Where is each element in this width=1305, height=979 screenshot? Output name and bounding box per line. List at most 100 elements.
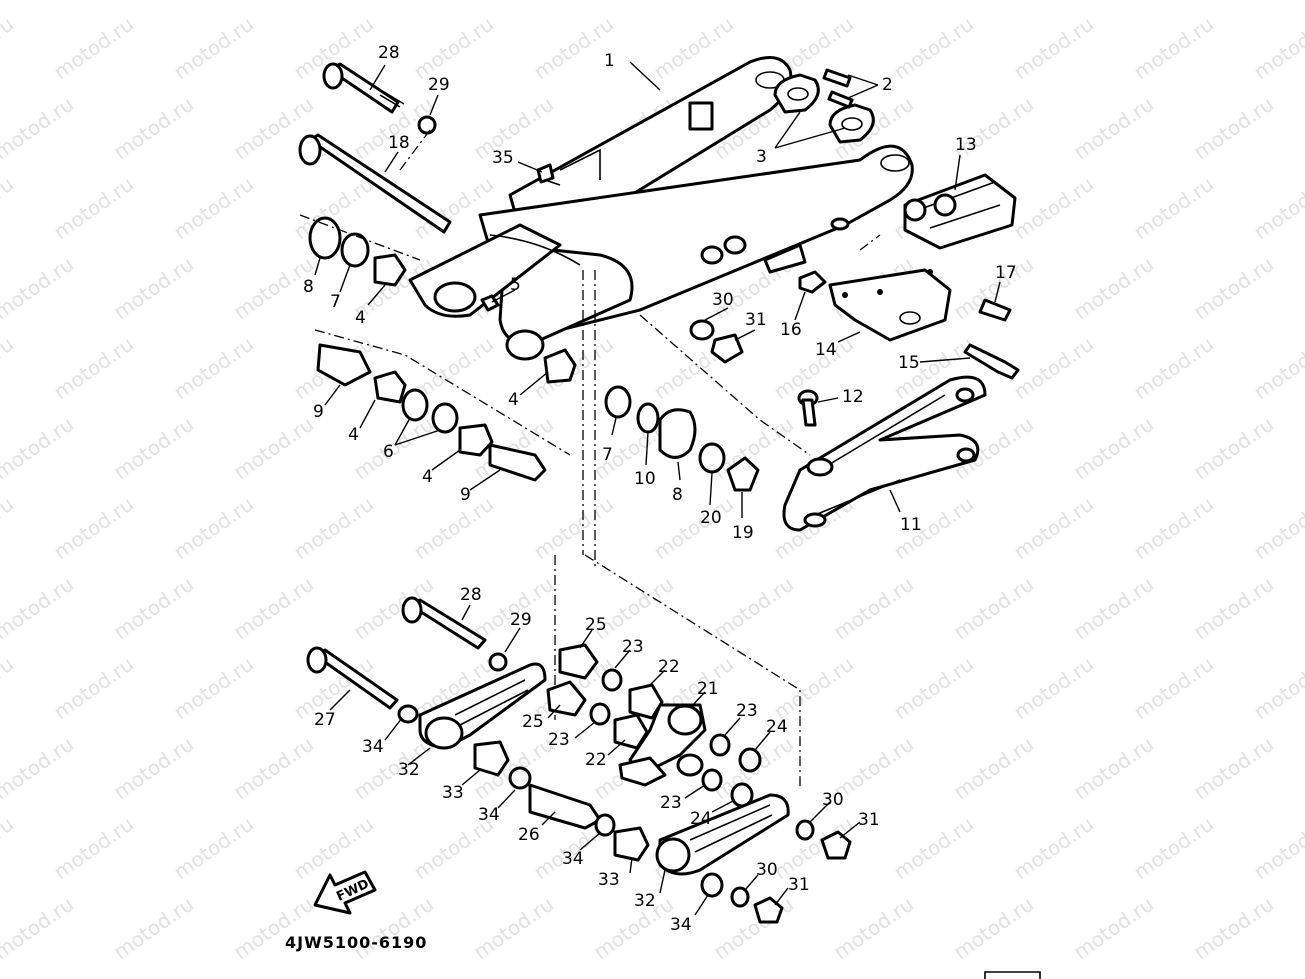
watermark-text: motod.ru xyxy=(1009,172,1098,244)
watermark-text: motod.ru xyxy=(49,492,138,564)
watermark-text: motod.ru xyxy=(1129,172,1218,244)
callout-21: 21 xyxy=(697,679,719,699)
watermark-text: motod.ru xyxy=(169,172,258,244)
watermark-text: motod.ru xyxy=(1129,12,1218,84)
watermark-text: motod.ru xyxy=(169,332,258,404)
watermark-text: motod.ru xyxy=(649,12,738,84)
watermark-text: motod.ru xyxy=(949,892,1038,964)
watermark-text: motod.ru xyxy=(409,12,498,84)
watermark-text: motod.ru xyxy=(1189,252,1278,324)
watermark-text: motod.ru xyxy=(589,0,678,4)
watermark-text: motod.ru xyxy=(109,92,198,164)
watermark-text: motod.ru xyxy=(1009,652,1098,724)
callout-8: 8 xyxy=(672,485,683,505)
diagram-code: 4JW5100-6190 xyxy=(285,933,427,952)
watermark-text: motod.ru xyxy=(829,892,918,964)
callout-12: 12 xyxy=(842,387,864,407)
watermark-text: motod.ru xyxy=(1249,332,1305,404)
watermark-text: motod.ru xyxy=(1189,732,1278,804)
callout-25: 25 xyxy=(522,712,544,732)
linkage-nuts xyxy=(700,819,852,924)
callout-4: 4 xyxy=(348,425,359,445)
callout-23: 23 xyxy=(548,730,570,750)
callouts: 1 2 3 13 35 28 29 18 5 8 7 4 9 4 6 4 9 4… xyxy=(303,43,1017,935)
watermark-text: motod.ru xyxy=(169,12,258,84)
frame-fragment xyxy=(984,971,1041,979)
callout-24: 24 xyxy=(766,717,788,737)
callout-13: 13 xyxy=(955,135,977,155)
bolts-upper-right xyxy=(798,270,1020,380)
watermark-text: motod.ru xyxy=(0,252,78,324)
callout-2: 2 xyxy=(882,75,893,95)
watermark-text: motod.ru xyxy=(229,0,318,4)
watermark-text: motod.ru xyxy=(709,572,798,644)
relay-arm xyxy=(618,703,707,787)
watermark-text: motod.ru xyxy=(1069,0,1158,4)
callout-16: 16 xyxy=(780,320,802,340)
watermark-text: motod.ru xyxy=(0,0,78,4)
watermark-text: motod.ru xyxy=(1069,92,1158,164)
watermark-text: motod.ru xyxy=(1189,892,1278,964)
watermark-text: motod.ru xyxy=(349,0,438,4)
watermark-text: motod.ru xyxy=(289,492,378,564)
watermark-text: motod.ru xyxy=(49,172,138,244)
callout-32: 32 xyxy=(398,760,420,780)
watermark-text: motod.ru xyxy=(1069,892,1158,964)
watermark-text: motod.ru xyxy=(109,412,198,484)
chain-guide xyxy=(903,173,1017,250)
watermark-text: motod.ru xyxy=(1189,92,1278,164)
watermark-text: motod.ru xyxy=(1069,732,1158,804)
watermark-text: motod.ru xyxy=(949,732,1038,804)
watermark-text: motod.ru xyxy=(769,652,858,724)
callout-18: 18 xyxy=(388,133,410,153)
watermark-text: motod.ru xyxy=(109,732,198,804)
callout-26: 26 xyxy=(518,825,540,845)
watermark-text: motod.ru xyxy=(1129,812,1218,884)
watermark-text: motod.ru xyxy=(0,12,18,84)
callout-23: 23 xyxy=(660,793,682,813)
linkage-bolts xyxy=(306,596,508,724)
watermark-text: motod.ru xyxy=(1249,812,1305,884)
watermark-text: motod.ru xyxy=(229,572,318,644)
callout-31: 31 xyxy=(858,810,880,830)
callout-24: 24 xyxy=(690,809,712,829)
watermark-text: motod.ru xyxy=(0,172,18,244)
bearings-left xyxy=(308,216,547,482)
watermark-text: motod.ru xyxy=(229,732,318,804)
watermark-text: motod.ru xyxy=(169,652,258,724)
watermark-text: motod.ru xyxy=(709,892,798,964)
guide-bracket xyxy=(828,268,952,342)
watermark-text: motod.ru xyxy=(1249,12,1305,84)
callout-23: 23 xyxy=(736,701,758,721)
watermark-text: motod.ru xyxy=(1249,172,1305,244)
callout-25: 25 xyxy=(585,615,607,635)
watermark-text: motod.ru xyxy=(409,492,498,564)
watermark-text: motod.ru xyxy=(0,332,18,404)
connecting-rod-upper xyxy=(418,662,547,750)
watermark-text: motod.ru xyxy=(1009,492,1098,564)
callout-33: 33 xyxy=(598,870,620,890)
callout-35: 35 xyxy=(492,148,514,168)
watermark-text: motod.ru xyxy=(469,892,558,964)
callout-4: 4 xyxy=(422,467,433,487)
callout-15: 15 xyxy=(898,353,920,373)
watermark-text: motod.ru xyxy=(109,0,198,4)
watermark-text: motod.ru xyxy=(1069,572,1158,644)
watermark-text: motod.ru xyxy=(49,652,138,724)
fwd-arrow-icon: FWD xyxy=(313,870,377,915)
callout-30: 30 xyxy=(822,790,844,810)
callout-28: 28 xyxy=(460,585,482,605)
connecting-rod-lower xyxy=(655,793,790,876)
callout-9: 9 xyxy=(460,485,471,505)
watermark-text: motod.ru xyxy=(0,812,18,884)
watermark-text: motod.ru xyxy=(649,492,738,564)
bearings-center xyxy=(543,319,760,492)
small-fasteners-top xyxy=(480,163,555,312)
callout-1: 1 xyxy=(604,51,615,71)
callout-34: 34 xyxy=(478,805,500,825)
callout-29: 29 xyxy=(428,75,450,95)
callout-31: 31 xyxy=(788,875,810,895)
callout-31: 31 xyxy=(745,310,767,330)
callout-34: 34 xyxy=(670,915,692,935)
